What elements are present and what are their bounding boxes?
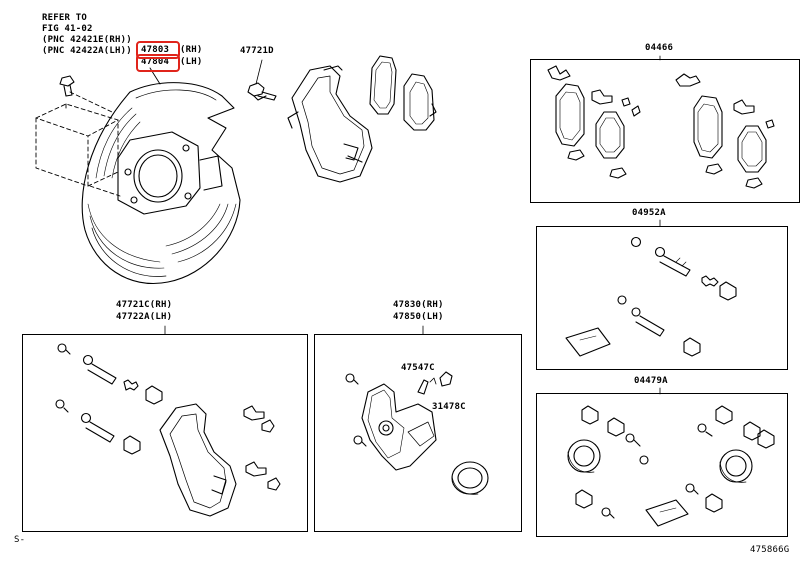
lh-part-highlight bbox=[136, 54, 180, 72]
bleeder-cap-label[interactable]: 31478C bbox=[432, 402, 466, 412]
mounting-lh-label[interactable]: 47722A(LH) bbox=[116, 312, 173, 322]
caliper-bolt-label[interactable]: 47721D bbox=[240, 46, 274, 56]
cylinder-rh-label[interactable]: 47830(RH) bbox=[393, 300, 444, 310]
footer-left-mark: S- bbox=[14, 535, 26, 545]
pad-kit-label[interactable]: 04466 bbox=[645, 43, 674, 53]
pad-kit-box bbox=[530, 59, 800, 203]
caliper-kit-box bbox=[536, 393, 788, 537]
guide-pin-kit-drawing bbox=[565, 219, 737, 357]
dust-cover-rh-suffix: (RH) bbox=[180, 45, 203, 55]
pad-kit-drawing bbox=[547, 55, 775, 189]
dust-cover-rh-part[interactable]: 47803 bbox=[141, 45, 170, 55]
cylinder-lh-label[interactable]: 47850(LH) bbox=[393, 312, 444, 322]
caliper-cylinder-box bbox=[314, 334, 522, 532]
dust-cover-lh-part[interactable]: 47804 bbox=[141, 57, 170, 67]
refer-note-line3: (PNC 42421E(RH)) bbox=[42, 35, 132, 45]
mounting-bracket-top-drawing bbox=[287, 65, 373, 183]
caliper-bolt-drawing bbox=[247, 59, 277, 101]
bleeder-label[interactable]: 47547C bbox=[401, 363, 435, 373]
dust-cover-lh-suffix: (LH) bbox=[180, 57, 203, 67]
refer-note-line2: FIG 41-02 bbox=[42, 24, 93, 34]
brake-pads-drawing bbox=[369, 55, 437, 131]
mounting-rh-label[interactable]: 47721C(RH) bbox=[116, 300, 173, 310]
caliper-kit-label[interactable]: 04479A bbox=[634, 376, 668, 386]
caliper-cylinder-drawing bbox=[345, 325, 489, 495]
refer-note-line1: REFER TO bbox=[42, 13, 87, 23]
mounting-kit-box bbox=[22, 334, 308, 532]
reference-dashed-outline bbox=[35, 91, 121, 197]
guide-pin-kit-box bbox=[536, 226, 788, 370]
refer-note-line4: (PNC 42422A(LH)) bbox=[42, 46, 132, 56]
mounting-kit-drawing bbox=[55, 325, 281, 517]
rh-part-highlight bbox=[136, 41, 180, 59]
guide-pin-kit-label[interactable]: 04952A bbox=[632, 208, 666, 218]
dust-cover-bolt bbox=[59, 75, 75, 97]
dust-cover-drawing bbox=[35, 75, 241, 284]
diagram-code: 475866G bbox=[750, 545, 790, 555]
